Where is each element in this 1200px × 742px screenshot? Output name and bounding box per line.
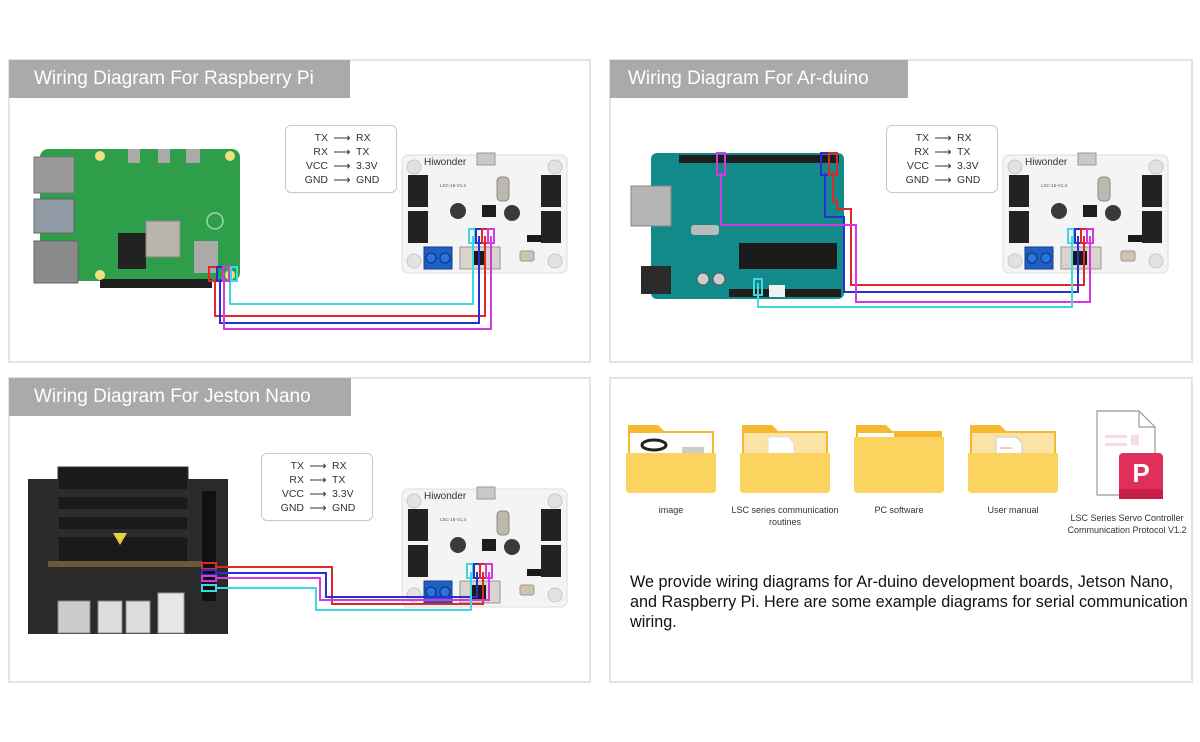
- arrow-right-icon: ⟶: [309, 459, 327, 473]
- file-label: LSC series communication routines: [731, 505, 839, 527]
- legend-row: VCC ⟶ 3.3V: [897, 159, 987, 173]
- legend-target-pin: RX: [957, 132, 972, 144]
- arrow-right-icon: ⟶: [934, 173, 952, 187]
- arrow-right-icon: ⟶: [309, 501, 327, 515]
- raspberry-pi-board: [33, 149, 240, 288]
- legend-row: TX ⟶ RX: [296, 131, 386, 145]
- legend-target-pin: TX: [957, 146, 971, 158]
- svg-text:P: P: [1132, 458, 1149, 488]
- wire-red: [216, 566, 484, 605]
- legend-row: RX ⟶ TX: [272, 473, 362, 487]
- arrow-right-icon: ⟶: [309, 473, 327, 487]
- legend-source-pin: RX: [289, 474, 304, 486]
- wire-magenta: [223, 236, 492, 330]
- lsc-servo-controller-board: [401, 486, 568, 608]
- legend-target-pin: RX: [356, 132, 371, 144]
- legend-target-pin: 3.3V: [332, 488, 354, 500]
- file-item-pc-software[interactable]: PC software: [839, 421, 959, 517]
- legend-target-pin: GND: [332, 502, 356, 514]
- file-label: PC software: [874, 505, 924, 515]
- legend-row: VCC ⟶ 3.3V: [296, 159, 386, 173]
- pin-mapping-legend: TX ⟶ RX RX ⟶ TX VCC ⟶ 3.3V GND ⟶ GND: [261, 453, 373, 521]
- arrow-right-icon: ⟶: [333, 173, 351, 187]
- arrow-right-icon: ⟶: [934, 131, 952, 145]
- panel-arduino: Wiring Diagram For Ar-duino: [609, 59, 1193, 363]
- legend-source-pin: GND: [304, 174, 328, 186]
- file-item-communication-routines[interactable]: LSC series communication routines: [725, 421, 845, 528]
- file-item-communication-protocol[interactable]: P LSC Series Servo Controller Communicat…: [1067, 409, 1187, 536]
- jetson-nano-board: [28, 466, 228, 634]
- folder-icon: [854, 425, 944, 493]
- arrow-right-icon: ⟶: [333, 145, 351, 159]
- file-label: image: [658, 505, 684, 515]
- legend-row: GND ⟶ GND: [897, 173, 987, 187]
- wire-magenta: [720, 173, 1091, 303]
- wires: [208, 228, 495, 330]
- wire-cyan: [216, 572, 472, 611]
- pin-mapping-legend: TX ⟶ RX RX ⟶ TX VCC ⟶ 3.3V GND ⟶ GND: [886, 125, 998, 193]
- legend-row: RX ⟶ TX: [296, 145, 386, 159]
- pin-mapping-legend: TX ⟶ RX RX ⟶ TX VCC ⟶ 3.3V GND ⟶ GND: [285, 125, 397, 193]
- legend-source-pin: GND: [905, 174, 929, 186]
- legend-row: GND ⟶ GND: [272, 501, 362, 515]
- description-text: We provide wiring diagrams for Ar-duino …: [630, 573, 1188, 631]
- raspberry-wiring-diagram: [33, 149, 568, 330]
- panel-resources: image LSC series communication routines …: [609, 377, 1193, 683]
- legend-target-pin: 3.3V: [957, 160, 979, 172]
- wire-cyan: [229, 236, 474, 305]
- legend-row: VCC ⟶ 3.3V: [272, 487, 362, 501]
- legend-target-pin: 3.3V: [356, 160, 378, 172]
- jetson-wiring-diagram: [28, 466, 568, 634]
- legend-source-pin: VCC: [906, 160, 929, 172]
- legend-row: RX ⟶ TX: [897, 145, 987, 159]
- legend-target-pin: RX: [332, 460, 347, 472]
- legend-row: TX ⟶ RX: [272, 459, 362, 473]
- file-item-user-manual[interactable]: User manual: [953, 421, 1073, 517]
- wire-blue: [219, 236, 480, 324]
- wire-blue: [216, 572, 478, 598]
- panel-title: Wiring Diagram For Jeston Nano: [9, 378, 351, 416]
- wire-red: [832, 173, 1085, 286]
- wire-blue: [824, 173, 1079, 293]
- arrow-right-icon: ⟶: [333, 131, 351, 145]
- arrow-right-icon: ⟶: [934, 159, 952, 173]
- legend-source-pin: TX: [314, 132, 328, 144]
- arduino-wiring-diagram: [630, 152, 1169, 308]
- resource-file-list: image LSC series communication routines …: [611, 409, 1191, 569]
- legend-source-pin: TX: [290, 460, 304, 472]
- legend-target-pin: TX: [332, 474, 346, 486]
- file-item-image[interactable]: image: [611, 421, 731, 517]
- legend-source-pin: GND: [280, 502, 304, 514]
- legend-target-pin: GND: [356, 174, 380, 186]
- folder-document-icon: [740, 425, 830, 493]
- legend-target-pin: GND: [957, 174, 981, 186]
- wires: [716, 152, 1094, 308]
- arrow-right-icon: ⟶: [934, 145, 952, 159]
- arrow-right-icon: ⟶: [333, 159, 351, 173]
- panel-title: Wiring Diagram For Ar-duino: [610, 60, 908, 98]
- folder-document-icon: [968, 425, 1058, 493]
- legend-target-pin: TX: [356, 146, 370, 158]
- panel-jetson-nano: Wiring Diagram For Jeston Nano: [8, 377, 591, 683]
- panel-raspberry-pi: Wiring Diagram For Raspberry Pi: [8, 59, 591, 363]
- arrow-right-icon: ⟶: [309, 487, 327, 501]
- legend-source-pin: RX: [914, 146, 929, 158]
- pdf-file-icon: P: [1096, 410, 1163, 499]
- wires: [201, 562, 493, 611]
- panel-title: Wiring Diagram For Raspberry Pi: [9, 60, 350, 98]
- legend-source-pin: RX: [313, 146, 328, 158]
- wire-magenta: [216, 572, 490, 601]
- file-label: User manual: [987, 505, 1039, 515]
- file-label: LSC Series Servo Controller Communicatio…: [1067, 513, 1187, 535]
- lsc-servo-controller-board: [1002, 152, 1169, 274]
- folder-image-icon: [626, 425, 716, 493]
- wire-red: [214, 236, 486, 317]
- legend-source-pin: TX: [915, 132, 929, 144]
- legend-source-pin: VCC: [305, 160, 328, 172]
- legend-row: TX ⟶ RX: [897, 131, 987, 145]
- legend-source-pin: VCC: [281, 488, 304, 500]
- legend-row: GND ⟶ GND: [296, 173, 386, 187]
